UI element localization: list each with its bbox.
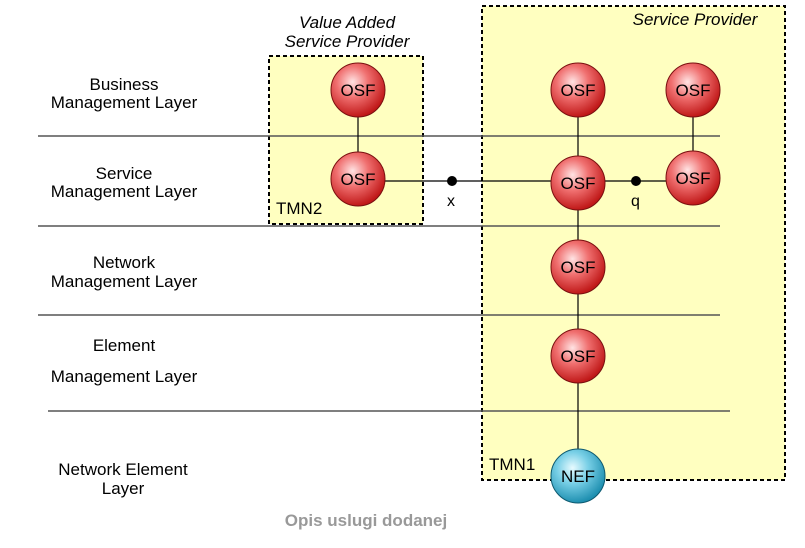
svg-text:OSF: OSF [561,174,596,193]
sp-tag: TMN1 [489,455,535,474]
svg-text:NEF: NEF [561,467,595,486]
osf-node[interactable]: OSF [330,151,386,207]
sp-box [481,5,786,481]
layer-label: Service [96,164,153,183]
layer-label: Management Layer [51,272,198,291]
svg-text:OSF: OSF [341,81,376,100]
layer-label: Network Element [58,460,188,479]
osf-node[interactable]: OSF [550,328,606,384]
layer-label: Management Layer [51,93,198,112]
osf-node[interactable]: OSF [330,62,386,118]
layer-label: Management Layer [51,367,198,386]
svg-text:OSF: OSF [561,258,596,277]
svg-text:OSF: OSF [676,81,711,100]
vasp-title-line1: Value Added [299,13,396,32]
nef-node[interactable]: NEF [550,448,606,504]
svg-text:OSF: OSF [561,81,596,100]
vasp-title-line2: Service Provider [285,32,411,51]
caption: Opis uslugi dodanej [285,511,447,530]
reference-label-x: x [447,193,455,210]
reference-point-x [447,176,457,186]
layer-label: Business [90,75,159,94]
osf-node[interactable]: OSF [550,62,606,118]
vasp-tag: TMN2 [276,199,322,218]
svg-text:OSF: OSF [561,347,596,366]
osf-node[interactable]: OSF [550,155,606,211]
layer-label: Layer [102,479,145,498]
reference-label-q: q [631,193,640,210]
svg-text:OSF: OSF [676,169,711,188]
layer-label: Network [93,253,156,272]
osf-node[interactable]: OSF [665,150,721,206]
osf-node[interactable]: OSF [665,62,721,118]
sp-title: Service Provider [633,10,759,29]
osf-node[interactable]: OSF [550,239,606,295]
layer-label: Management Layer [51,182,198,201]
layer-label: Element [93,336,156,355]
svg-text:OSF: OSF [341,170,376,189]
reference-point-q [631,176,641,186]
